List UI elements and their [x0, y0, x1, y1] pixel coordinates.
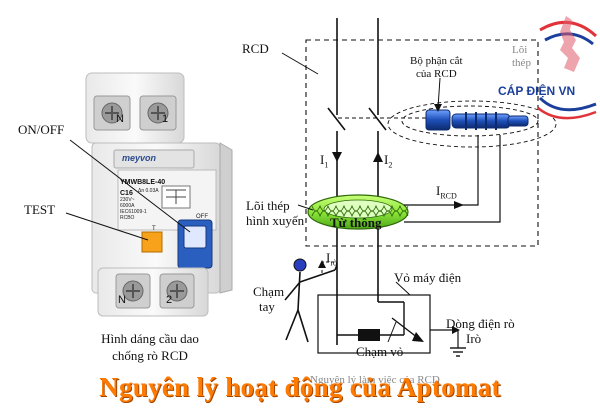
loi-thep-partial-line-1: Lõi — [512, 44, 528, 56]
cham-tay-line-2: tay — [259, 299, 275, 314]
iro-label: Irò — [326, 250, 338, 268]
device-model: YMWB8LE-40 — [120, 179, 166, 186]
schematic-caption-partial: Nguyên lý làm việc của RCD — [310, 374, 440, 386]
trip-solenoid — [425, 109, 529, 131]
ircd-label: IRCD — [436, 183, 457, 201]
bo-phan-cat-line-2: của RCD — [416, 68, 457, 80]
device-spec-2: 6000A — [120, 203, 135, 209]
terminal-1-top: 1 — [162, 113, 169, 125]
ircd-arrow — [454, 201, 464, 209]
person-figure — [284, 264, 338, 343]
footer-title: Nguyên lý hoạt động của Aptomat — [99, 372, 501, 402]
terminal-2-bottom: 2 — [166, 294, 173, 306]
cap-dien-logo-graphic — [537, 16, 598, 120]
load-element — [358, 329, 380, 341]
person-head — [293, 258, 307, 272]
i1-arrow — [332, 152, 342, 162]
loi-thep-partial-line-2: thép — [512, 57, 531, 69]
tu-thong-label: Từ thông — [330, 215, 382, 230]
terminal-n-top: N — [116, 113, 124, 125]
device-caption-line-1: Hình dáng cầu dao — [101, 331, 199, 346]
machine-casing — [317, 294, 431, 354]
device-t-label: T — [152, 226, 156, 232]
on-off-label: ON/OFF — [18, 122, 65, 137]
rcd-enclosure-dashed — [305, 39, 539, 247]
fault-contact — [391, 317, 419, 339]
rcd-device-photo — [85, 72, 233, 317]
ground-symbol — [450, 347, 466, 357]
device-spec-4: RCBO — [120, 215, 135, 221]
device-rating-sub: Δn 0.03A — [138, 188, 159, 194]
dong-dien-ro-label: Dòng điện rò — [446, 316, 515, 331]
cham-vo-label: Chạm vỏ — [356, 344, 404, 359]
rcd-label: RCD — [242, 41, 269, 56]
i2-arrow — [373, 152, 383, 162]
main-conductors — [327, 18, 387, 345]
i1-label: I1 — [320, 152, 329, 170]
device-caption-line-2: chống rò RCD — [112, 348, 188, 363]
device-spec-3: IEC61009-1 — [120, 209, 147, 215]
test-label: TEST — [24, 202, 56, 217]
flux-ellipse-inner — [401, 105, 539, 137]
bo-phan-cat-line-1: Bộ phận cắt — [410, 55, 463, 67]
device-brand: meyvon — [122, 153, 157, 163]
cap-dien-logo-text: CÁP ĐIỆN VN — [498, 84, 576, 98]
bo-phan-cat-pointer — [437, 77, 441, 109]
device-rating-main: C16 — [120, 190, 133, 197]
flux-ellipse-outer — [387, 100, 557, 148]
toroid-core — [307, 194, 409, 230]
iro2-label: Irò — [466, 331, 482, 346]
device-spec-1: 230V~ — [120, 197, 135, 203]
on-off-pointer — [69, 139, 191, 233]
cham-tay-line-1: Chạm — [253, 284, 285, 299]
i2-label: I2 — [384, 152, 393, 170]
ircd-wires — [404, 135, 501, 223]
loi-thep-hinh-xuyen-line-1: Lõi thép — [246, 198, 290, 213]
loi-thep-hinh-xuyen-line-2: hình xuyến — [246, 213, 305, 228]
device-off-text: OFF — [196, 214, 208, 220]
terminal-n-bottom: N — [118, 294, 126, 306]
test-pointer — [65, 212, 149, 241]
vo-may-dien-label: Vỏ máy điện — [394, 270, 462, 285]
rcd-label-pointer — [281, 52, 319, 75]
